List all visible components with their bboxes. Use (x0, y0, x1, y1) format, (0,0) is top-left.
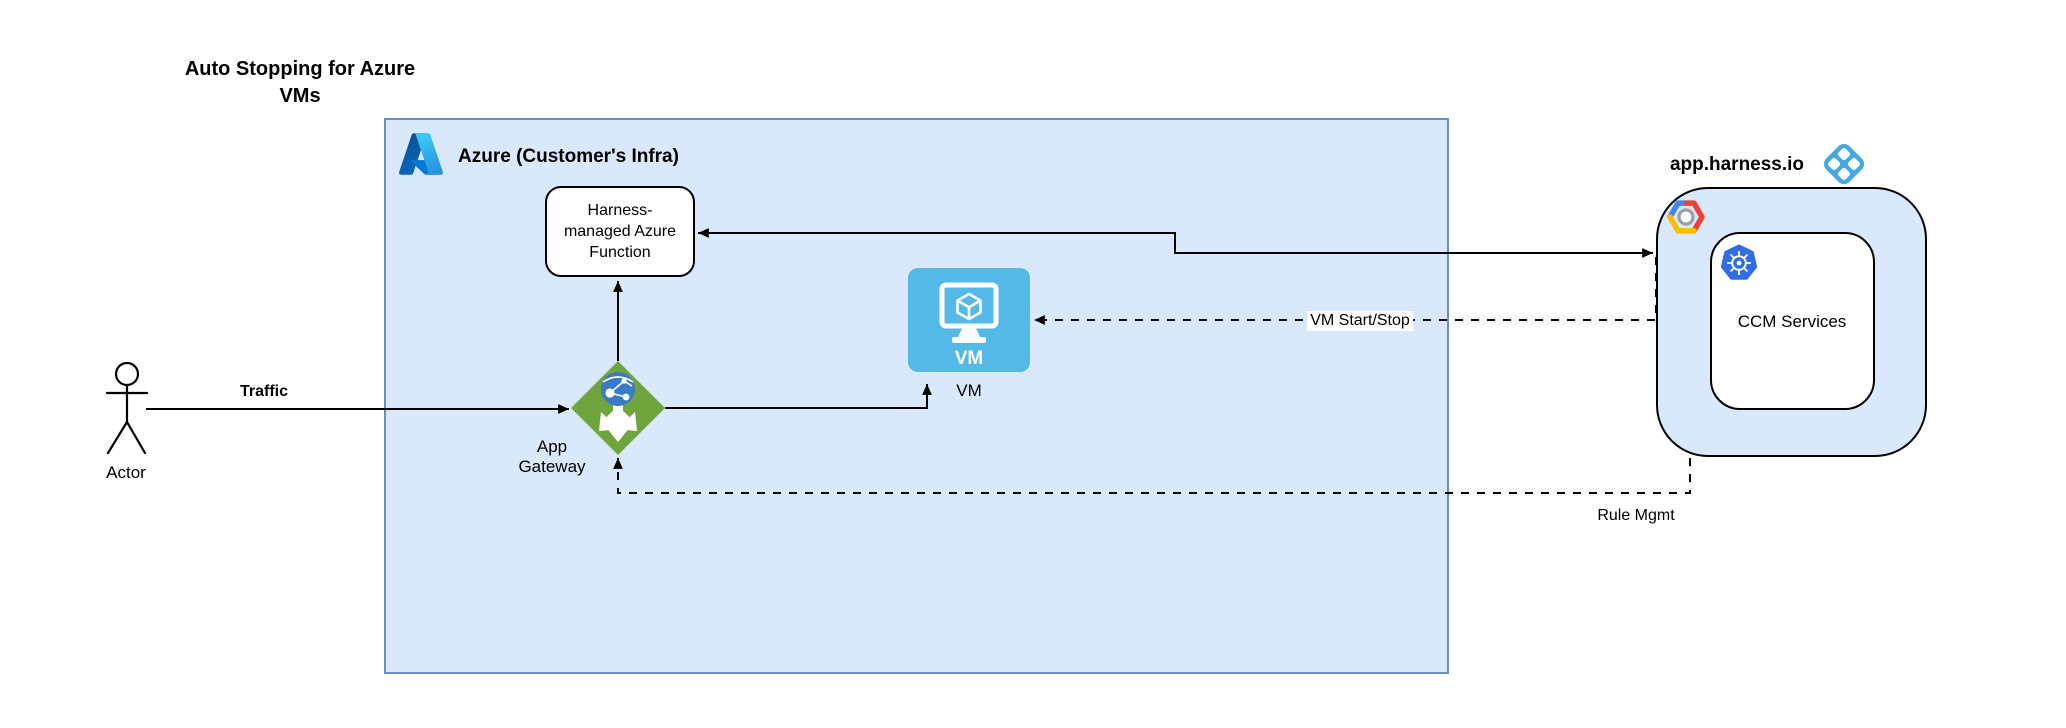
vm-tile-text: VM (955, 348, 984, 369)
kubernetes-icon (1720, 244, 1758, 280)
diagram-title: Auto Stopping for Azure VMs (184, 58, 416, 107)
app-gateway-icon (571, 361, 665, 455)
actor-icon (105, 361, 149, 455)
app-gateway-label: App Gateway (518, 437, 586, 476)
azure-function-node: Harness- managed Azure Function (545, 186, 695, 277)
vm-start-stop-edge-label: VM Start/Stop (1307, 311, 1413, 331)
gcp-logo-icon (1667, 200, 1705, 234)
traffic-edge-label: Traffic (239, 383, 289, 400)
rule-mgmt-edge-label: Rule Mgmt (1597, 507, 1675, 524)
azure-logo-icon (398, 133, 444, 175)
azure-container-label: Azure (Customer's Infra) (458, 146, 679, 167)
azure-container (384, 118, 1449, 674)
vm-icon: VM (939, 282, 999, 369)
harness-logo-icon (1823, 143, 1865, 185)
ccm-services-label: CCM Services (1737, 312, 1847, 331)
vm-node: VM (908, 268, 1030, 372)
actor-label: Actor (106, 463, 146, 482)
vm-node-label: VM (956, 381, 982, 400)
harness-container-label: app.harness.io (1669, 154, 1805, 175)
azure-function-label: Harness- managed Azure Function (563, 202, 677, 261)
